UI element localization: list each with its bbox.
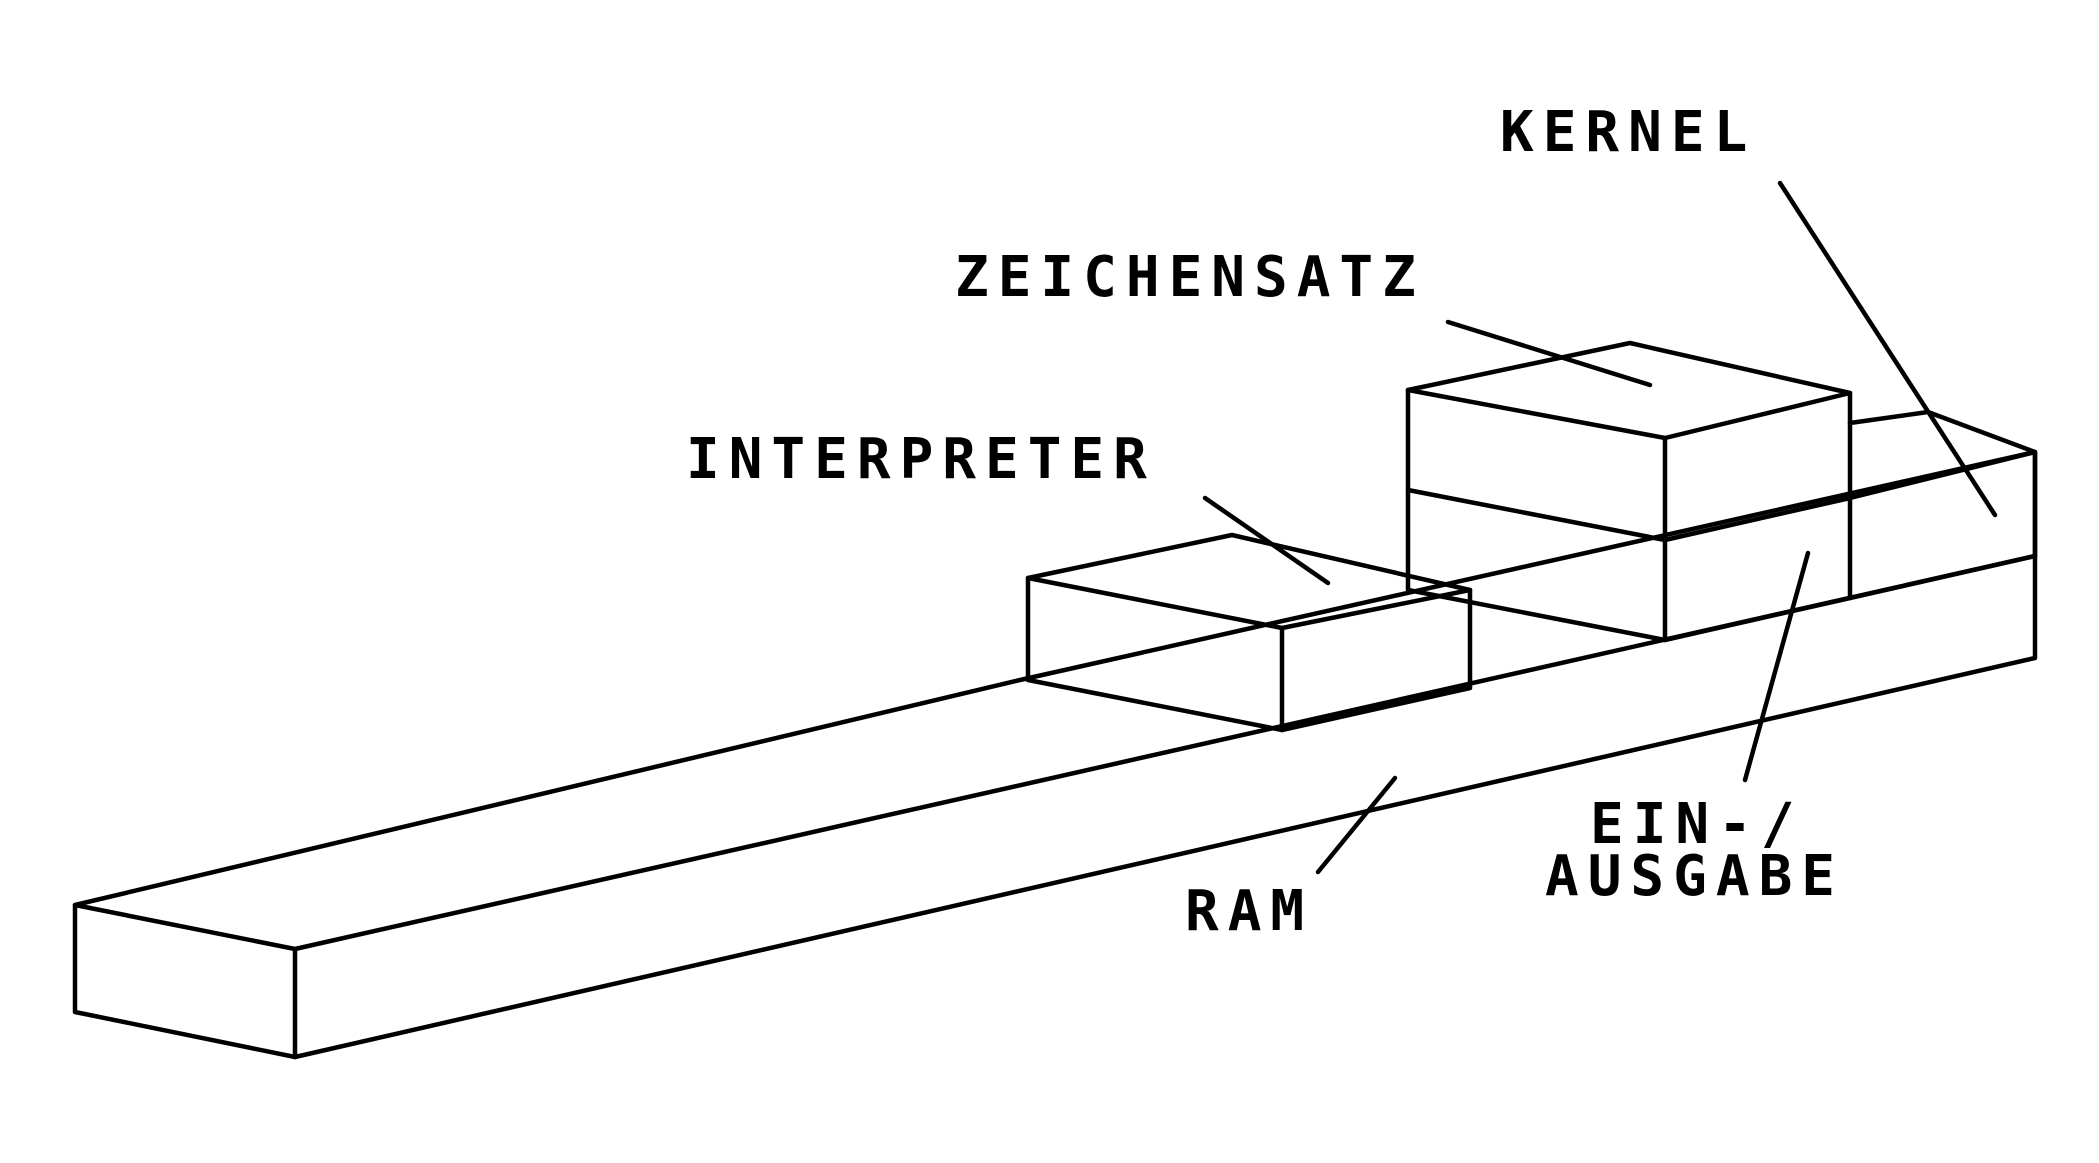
zeichensatz-top-inner: [1405, 387, 1853, 441]
ein-ausgabe-block: [1405, 487, 1853, 643]
ram-leader: [1315, 775, 1398, 875]
ein-ausgabe-label-line2: AUSGABE: [1545, 844, 1844, 909]
interpreter-leader: [1202, 495, 1331, 586]
zeichensatz-label: ZEICHENSATZ: [955, 245, 1425, 310]
ram-block: [72, 449, 2038, 1060]
kernel-outline: [1847, 409, 2038, 601]
interpreter-block: [1025, 532, 1473, 733]
interpreter-top-inner: [1025, 575, 1473, 631]
ram-label: RAM: [1185, 879, 1313, 944]
kernel-block: [1847, 409, 2038, 601]
zeichensatz-leader: [1445, 319, 1653, 388]
ein-ausgabe-leader: [1742, 550, 1811, 783]
interpreter-label: INTERPRETER: [686, 427, 1156, 492]
kernel-top-inner: [1847, 449, 2038, 501]
kernel-label: KERNEL: [1500, 100, 1756, 165]
ein-ausgabe-label-line1: EIN-/: [1590, 792, 1804, 857]
interpreter-outline: [1025, 532, 1473, 733]
ram-top-face: [72, 449, 2038, 1060]
kernel-leader: [1777, 180, 1998, 518]
